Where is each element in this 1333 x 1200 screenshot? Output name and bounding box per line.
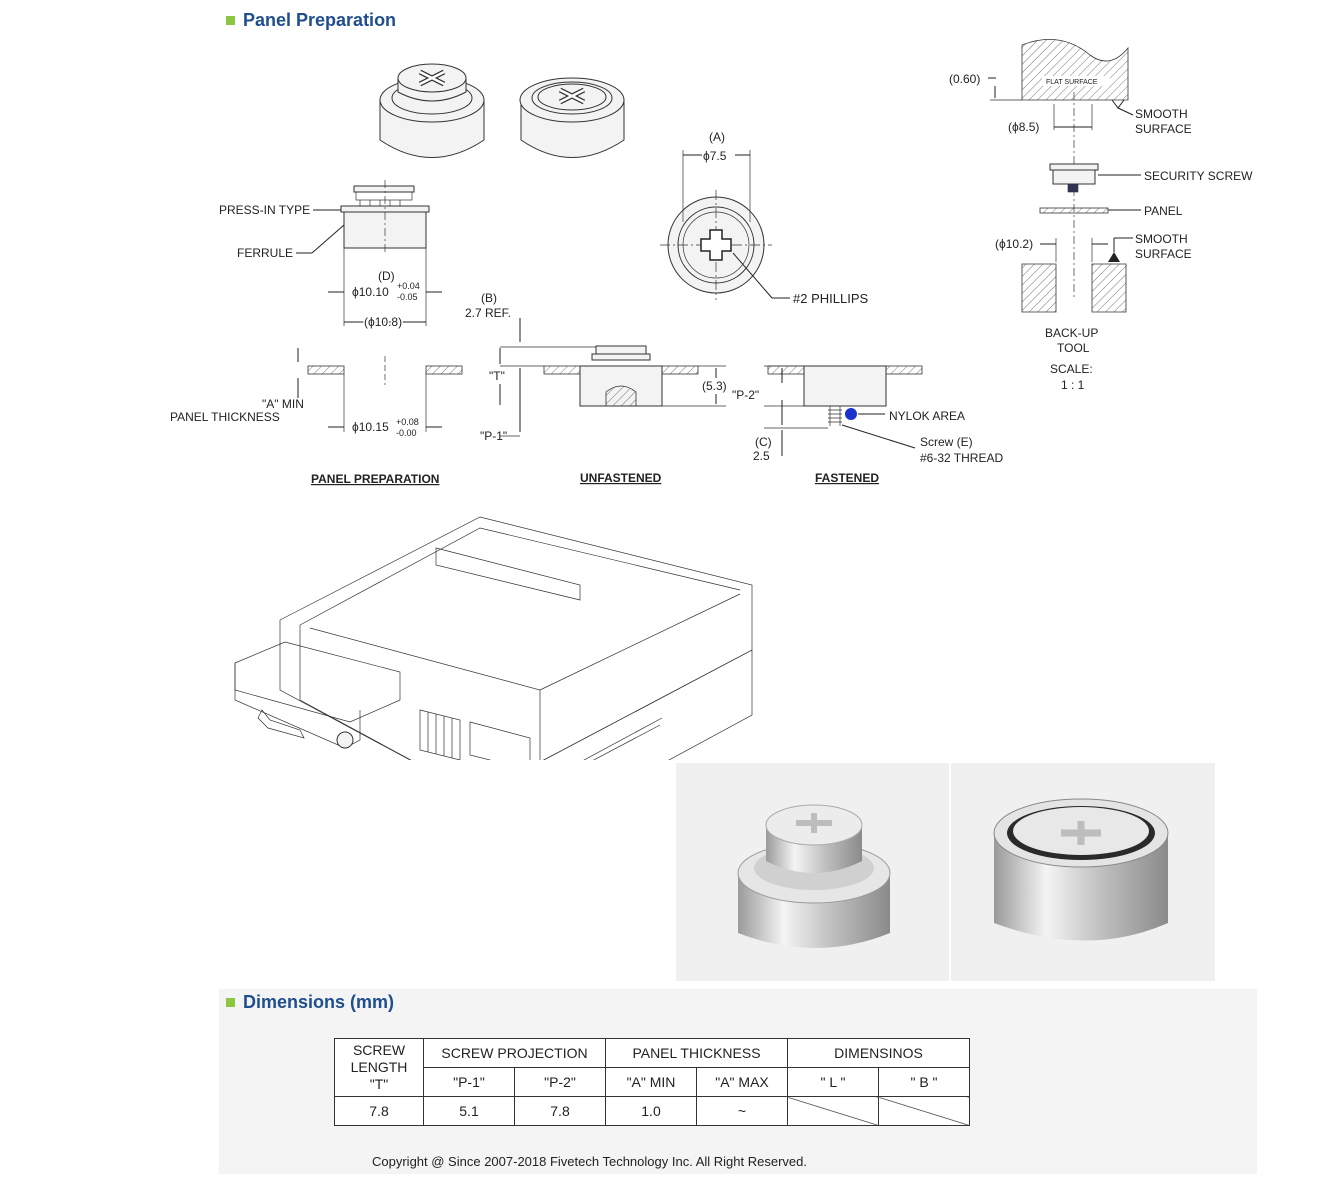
svg-text:-0.05: -0.05 — [397, 292, 418, 302]
header-dimensions: DIMENSINOS — [787, 1038, 970, 1068]
section-title-text: Dimensions (mm) — [243, 992, 395, 1012]
svg-text:2.7 REF.: 2.7 REF. — [465, 306, 511, 320]
section-title-text: Panel Preparation — [243, 10, 397, 30]
svg-text:SMOOTH: SMOOTH — [1135, 232, 1188, 246]
subheader-p1: "P-1" — [423, 1067, 515, 1097]
caption-panel-preparation: PANEL PREPARATION — [311, 472, 439, 486]
header-screw-length: SCREW LENGTH "T" — [334, 1038, 424, 1097]
svg-text:(C): (C) — [755, 435, 772, 449]
svg-text:(B): (B) — [481, 291, 497, 305]
subheader-l: " L " — [787, 1067, 879, 1097]
subheader-amax: "A" MAX — [696, 1067, 788, 1097]
cell-screw-length: 7.8 — [334, 1096, 424, 1126]
header-screw-projection: SCREW PROJECTION — [423, 1038, 606, 1068]
dim-a: ϕ7.5 — [703, 149, 727, 163]
svg-text:"P-2": "P-2" — [732, 388, 759, 402]
caption-fastened: FASTENED — [815, 471, 879, 485]
product-photo-panel — [676, 763, 1215, 981]
fastener-iso-flush — [519, 77, 625, 158]
svg-text:SURFACE: SURFACE — [1135, 247, 1192, 261]
table-header-row: SCREW LENGTH "T" SCREW PROJECTION PANEL … — [334, 1038, 970, 1097]
header-panel-thickness: PANEL THICKNESS — [605, 1038, 788, 1068]
svg-text:Screw (E): Screw (E) — [920, 435, 973, 449]
technical-drawing: PRESS-IN TYPE FERRULE (D) ϕ10.10 +0.04 -… — [170, 39, 1253, 760]
label-phillips: #2 PHILLIPS — [793, 291, 868, 306]
dimensions-table: SCREW LENGTH "T" SCREW PROJECTION PANEL … — [334, 1038, 970, 1126]
svg-text:(D): (D) — [378, 269, 395, 283]
section-title-panel-preparation: Panel Preparation — [226, 10, 396, 31]
installation-tooling: FLAT SURFACE (0.60) SMOOTH SURFACE (ϕ8.5… — [949, 39, 1253, 392]
dim-d: ϕ10.10 — [352, 285, 389, 299]
svg-text:PANEL THICKNESS: PANEL THICKNESS — [170, 410, 280, 424]
table-subheader-row: "P-1" "P-2" "A" MIN "A" MAX " L " " B " — [335, 1067, 970, 1097]
svg-text:(ϕ8.5): (ϕ8.5) — [1008, 120, 1039, 134]
label-ferrule: FERRULE — [237, 246, 293, 260]
cell-amin: 1.0 — [605, 1096, 697, 1126]
side-profile-ferrule: PRESS-IN TYPE FERRULE (D) ϕ10.10 +0.04 -… — [219, 180, 442, 331]
green-bullet-icon — [226, 16, 235, 25]
subheader-amin: "A" MIN — [605, 1067, 697, 1097]
copyright-notice: Copyright @ Since 2007-2018 Fivetech Tec… — [372, 1154, 807, 1169]
fastener-iso-raised — [379, 63, 485, 158]
dim-d108: (ϕ10.8) — [364, 315, 402, 329]
section-title-dimensions: Dimensions (mm) — [226, 992, 394, 1013]
table-row: 7.8 5.1 7.8 1.0 ~ — [334, 1096, 970, 1126]
svg-text:SECURITY SCREW: SECURITY SCREW — [1144, 169, 1253, 183]
label-nylok: NYLOK AREA — [889, 409, 965, 423]
svg-text:+0.04: +0.04 — [397, 281, 420, 291]
cell-p2: 7.8 — [514, 1096, 606, 1126]
top-view-phillips: (A) ϕ7.5 #2 PHILLIPS — [660, 130, 868, 306]
svg-text:FLAT SURFACE: FLAT SURFACE — [1046, 79, 1098, 86]
cell-l-empty — [787, 1096, 879, 1126]
svg-text:"A" MIN: "A" MIN — [262, 397, 304, 411]
fastened-section: NYLOK AREA Screw (E) #6-32 THREAD "P-2" … — [732, 365, 1003, 485]
svg-text:(5.3): (5.3) — [702, 379, 727, 393]
svg-text:ϕ10.15: ϕ10.15 — [352, 420, 389, 434]
subheader-b: " B " — [878, 1067, 970, 1097]
render-flush-screw — [993, 798, 1169, 941]
green-bullet-icon — [226, 998, 235, 1007]
label-press-in-type: PRESS-IN TYPE — [219, 203, 310, 217]
render-raised-screw — [737, 804, 891, 948]
svg-text:TOOL: TOOL — [1057, 341, 1090, 355]
cell-b-empty — [878, 1096, 970, 1126]
svg-text:(ϕ10.2): (ϕ10.2) — [995, 237, 1033, 251]
svg-text:-0.00: -0.00 — [396, 428, 417, 438]
product-renders — [737, 798, 1169, 948]
svg-text:SCALE:: SCALE: — [1050, 362, 1093, 376]
svg-text:#6-32 THREAD: #6-32 THREAD — [920, 451, 1003, 465]
svg-text:PANEL: PANEL — [1144, 204, 1183, 218]
svg-text:"P-1": "P-1" — [480, 429, 507, 443]
svg-text:BACK-UP: BACK-UP — [1045, 326, 1098, 340]
subheader-p2: "P-2" — [514, 1067, 606, 1097]
svg-text:+0.08: +0.08 — [396, 417, 419, 427]
svg-text:SMOOTH: SMOOTH — [1135, 107, 1188, 121]
svg-text:1 : 1: 1 : 1 — [1061, 378, 1085, 392]
svg-text:SURFACE: SURFACE — [1135, 122, 1192, 136]
caption-unfastened: UNFASTENED — [580, 471, 662, 485]
cell-amax: ~ — [696, 1096, 788, 1126]
unfastened-section: (B) 2.7 REF. "T" "P-1" (5.3) UNFASTENED — [465, 291, 727, 485]
svg-text:(A): (A) — [709, 130, 725, 144]
svg-text:"T": "T" — [489, 369, 505, 383]
photo-divider — [949, 763, 951, 981]
svg-text:(0.60): (0.60) — [949, 72, 980, 86]
panel-preparation-section: "A" MIN PANEL THICKNESS ϕ10.15 +0.08 -0.… — [170, 348, 463, 486]
rack-drawer-illustration — [234, 516, 753, 760]
svg-text:2.5: 2.5 — [753, 449, 770, 463]
cell-p1: 5.1 — [423, 1096, 515, 1126]
